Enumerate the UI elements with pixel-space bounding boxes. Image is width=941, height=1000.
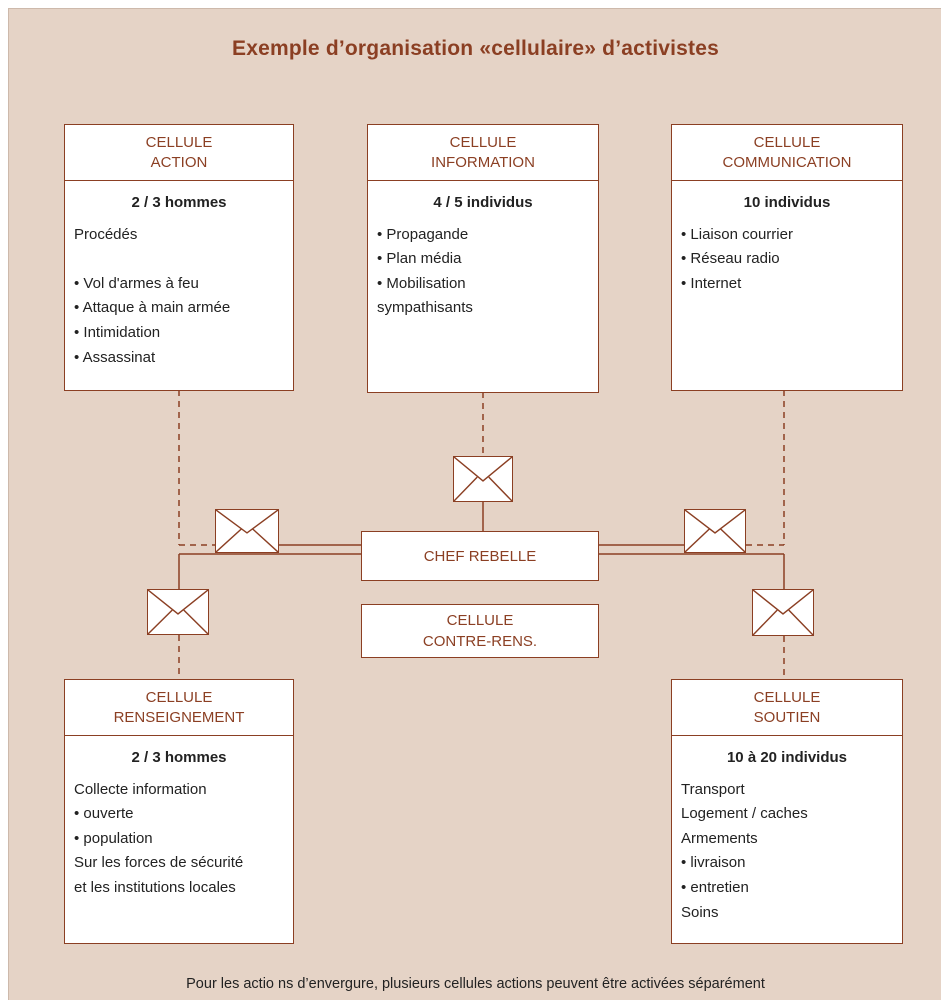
- envelope-icon: [147, 589, 209, 635]
- cell-information-line: sympathisants: [377, 299, 473, 317]
- cell-action-line: Procédés: [74, 225, 138, 243]
- chef-rebelle-label: CHEF REBELLE: [423, 547, 537, 565]
- cell-communication-count: 10 individus: [743, 194, 831, 211]
- envelope-icon: [453, 456, 513, 502]
- diagram-canvas: Exemple d’organisation «cellulaire» d’ac…: [8, 8, 941, 1000]
- cell-information-line: • Mobilisation: [377, 274, 466, 292]
- cell-information-heading-1: CELLULE: [449, 133, 517, 151]
- cell-renseignement-count: 2 / 3 hommes: [131, 749, 227, 766]
- footnote: Pour les actio ns d’envergure, plusieurs…: [186, 976, 765, 992]
- cell-communication-heading-2: COMMUNICATION: [722, 153, 852, 171]
- cell-renseignement-heading-1: CELLULE: [145, 688, 213, 706]
- cell-renseignement-line: Sur les forces de sécurité: [74, 854, 244, 872]
- cell-action-line: • Intimidation: [74, 323, 161, 341]
- cell-action-line: • Vol d'armes à feu: [74, 274, 199, 292]
- cell-information-body: 4 / 5 individus • Propagande • Plan médi…: [368, 181, 598, 321]
- cell-soutien-line: Soins: [681, 903, 719, 921]
- cell-soutien-line: Transport: [681, 780, 745, 798]
- cell-renseignement-line: • ouverte: [74, 805, 134, 823]
- cell-action-header: CELLULE ACTION: [65, 125, 293, 181]
- cell-soutien-header: CELLULE SOUTIEN: [672, 680, 902, 736]
- cell-information-header: CELLULE INFORMATION: [368, 125, 598, 181]
- cell-communication-body: 10 individus • Liaison courrier • Réseau…: [672, 181, 902, 296]
- cell-information-count: 4 / 5 individus: [433, 194, 533, 211]
- cell-information-line: • Propagande: [377, 225, 469, 243]
- envelope-icon: [215, 509, 279, 553]
- cell-communication-line: • Internet: [681, 274, 742, 292]
- contre-heading-2: CONTRE-RENS.: [422, 633, 538, 650]
- cell-soutien-heading-1: CELLULE: [753, 688, 821, 706]
- cell-soutien-line: • livraison: [681, 854, 746, 872]
- cell-soutien-body: 10 à 20 individus Transport Logement / c…: [672, 736, 902, 925]
- cell-renseignement-line: • population: [74, 829, 153, 847]
- cell-information: CELLULE INFORMATION 4 / 5 individus • Pr…: [367, 124, 599, 393]
- cell-renseignement-line: et les institutions locales: [74, 878, 236, 896]
- contre-heading-1: CELLULE: [446, 612, 514, 629]
- cell-contre-renseignement: CELLULE CONTRE-RENS.: [361, 604, 599, 658]
- cell-soutien-line: Logement / caches: [681, 805, 808, 823]
- cell-soutien-heading-2: SOUTIEN: [753, 708, 821, 726]
- cell-action-body: 2 / 3 hommes Procédés • Vol d'armes à fe…: [65, 181, 293, 370]
- cell-communication-heading-1: CELLULE: [753, 133, 821, 151]
- cell-action-line: • Attaque à main armée: [74, 299, 231, 317]
- cell-action-count: 2 / 3 hommes: [131, 194, 227, 211]
- cell-action-line: [74, 247, 293, 272]
- cell-action-heading-1: CELLULE: [145, 133, 213, 151]
- cell-renseignement-line: Collecte information: [74, 780, 207, 798]
- envelope-icon: [684, 509, 746, 553]
- connector-lines: [178, 390, 785, 679]
- cell-renseignement-body: 2 / 3 hommes Collecte information • ouve…: [65, 736, 293, 901]
- cell-action-line: • Assassinat: [74, 348, 156, 366]
- cell-communication-line: • Réseau radio: [681, 250, 780, 268]
- cell-renseignement-heading-2: RENSEIGNEMENT: [113, 708, 245, 726]
- cell-soutien-line: • entretien: [681, 878, 749, 896]
- cell-renseignement: CELLULE RENSEIGNEMENT 2 / 3 hommes Colle…: [64, 679, 294, 944]
- cell-soutien: CELLULE SOUTIEN 10 à 20 individus Transp…: [671, 679, 903, 944]
- diagram-title: Exemple d’organisation «cellulaire» d’ac…: [232, 37, 719, 60]
- cell-renseignement-header: CELLULE RENSEIGNEMENT: [65, 680, 293, 736]
- cell-action-heading-2: ACTION: [150, 153, 208, 171]
- cell-information-line: • Plan média: [377, 250, 462, 268]
- cell-information-heading-2: INFORMATION: [431, 153, 535, 171]
- cell-communication: CELLULE COMMUNICATION 10 individus • Lia…: [671, 124, 903, 391]
- chef-rebelle-box: CHEF REBELLE: [361, 531, 599, 581]
- cell-soutien-line: Armements: [681, 829, 758, 847]
- cell-soutien-count: 10 à 20 individus: [726, 749, 848, 766]
- envelope-icon: [752, 589, 814, 636]
- cell-action: CELLULE ACTION 2 / 3 hommes Procédés • V…: [64, 124, 294, 391]
- cell-communication-header: CELLULE COMMUNICATION: [672, 125, 902, 181]
- cell-communication-line: • Liaison courrier: [681, 225, 793, 243]
